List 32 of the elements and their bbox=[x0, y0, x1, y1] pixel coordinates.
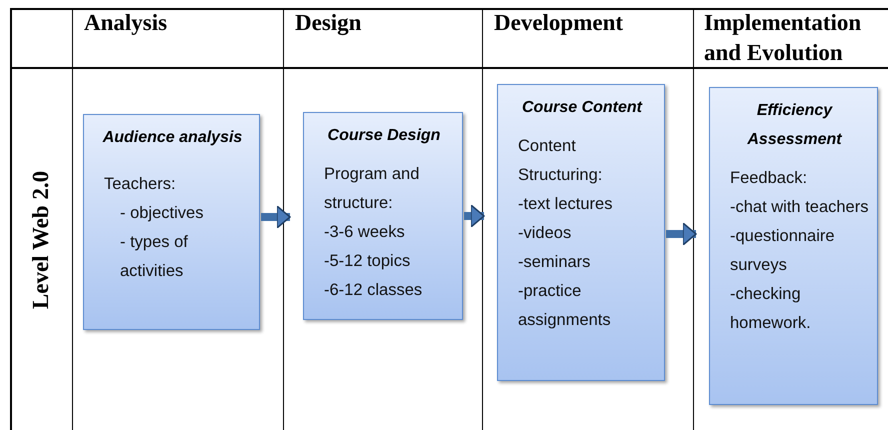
arrow bbox=[261, 205, 291, 229]
box-title: Audience analysis bbox=[102, 128, 244, 148]
box-text: -questionnaire surveys bbox=[729, 226, 836, 276]
box-text: Teachers: bbox=[103, 174, 177, 195]
box-text: -6-12 classes bbox=[323, 280, 424, 301]
box-text: -text lectures bbox=[517, 194, 614, 215]
box-text: Content Structuring: bbox=[517, 136, 604, 186]
box-text: - types of activities bbox=[119, 232, 189, 282]
process-box bbox=[83, 114, 260, 330]
box-text: Feedback: bbox=[729, 168, 808, 189]
box-text: - objectives bbox=[119, 203, 204, 224]
arrow bbox=[464, 204, 485, 228]
box-title: Efficiency Assessment bbox=[746, 101, 844, 150]
box-title: Course Content bbox=[521, 98, 644, 118]
column-header: Implementation and Evolution bbox=[704, 9, 862, 67]
row-header: Level Web 2.0 bbox=[28, 170, 54, 310]
box-text: Program and structure: bbox=[323, 164, 420, 214]
box-text: -chat with teachers bbox=[729, 197, 869, 218]
column-header: Analysis bbox=[84, 9, 168, 37]
box-text: -checking homework. bbox=[729, 284, 812, 334]
arrow bbox=[666, 222, 697, 246]
box-text: -3-6 weeks bbox=[323, 222, 406, 243]
process-box bbox=[497, 84, 665, 381]
process-box bbox=[709, 87, 878, 405]
column-header: Design bbox=[295, 9, 362, 38]
column-header: Development bbox=[494, 9, 624, 37]
box-text: -videos bbox=[517, 223, 572, 244]
process-box bbox=[303, 112, 463, 320]
box-title: Course Design bbox=[326, 126, 442, 146]
box-text: -seminars bbox=[517, 252, 592, 273]
box-text: -practice assignments bbox=[517, 281, 612, 331]
box-text: -5-12 topics bbox=[323, 251, 412, 272]
